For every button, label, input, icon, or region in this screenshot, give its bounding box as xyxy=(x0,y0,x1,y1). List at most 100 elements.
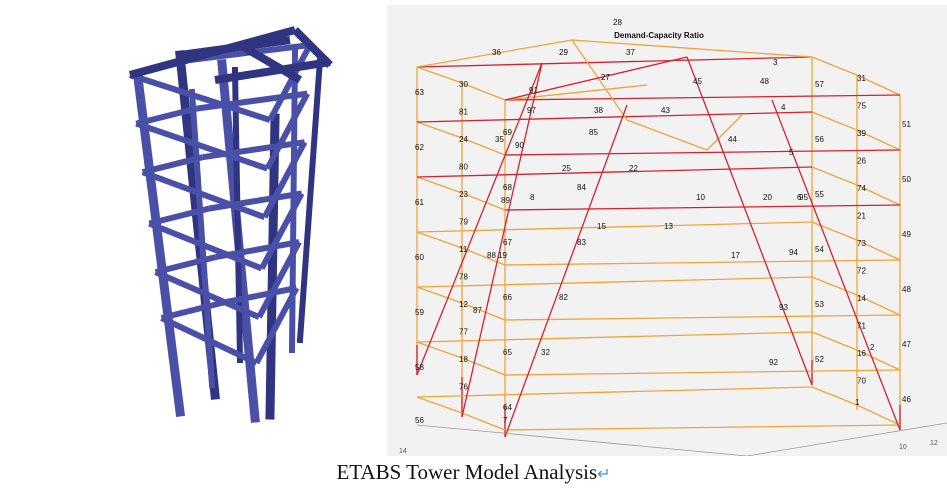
member-label: 10 xyxy=(696,193,705,202)
beam-line xyxy=(504,369,901,376)
member-label: 7 xyxy=(503,416,508,425)
member-label: 93 xyxy=(779,303,788,312)
brace-line xyxy=(416,62,543,376)
member-label: 73 xyxy=(857,239,866,248)
member-label: 1 xyxy=(855,398,860,407)
member-label: 27 xyxy=(601,73,610,82)
beam-line xyxy=(856,294,901,316)
member-label: 22 xyxy=(629,164,638,173)
member-label: 32 xyxy=(541,348,550,357)
member-label: 43 xyxy=(661,106,670,115)
beam-line xyxy=(504,424,901,431)
brace-line xyxy=(686,56,813,386)
member-label: 38 xyxy=(594,106,603,115)
member-label: 66 xyxy=(503,293,512,302)
member-label: 85 xyxy=(589,128,598,137)
beam-line xyxy=(461,137,506,156)
beam-line xyxy=(416,66,463,84)
member-label: 78 xyxy=(459,273,468,282)
beam-line xyxy=(461,192,506,211)
figure-caption: ETABS Tower Model Analysis↵ xyxy=(0,460,947,485)
beam-3d xyxy=(135,105,198,127)
beam-3d xyxy=(256,240,302,319)
member-label: 20 xyxy=(763,193,772,202)
axis-tick-12: 12 xyxy=(930,440,938,447)
member-label: 87 xyxy=(473,306,482,315)
beam-3d xyxy=(267,43,313,122)
member-label: 97 xyxy=(527,106,536,115)
beam-line xyxy=(811,331,858,351)
member-label: 49 xyxy=(902,230,911,239)
beam-3d xyxy=(148,205,210,227)
member-label: 92 xyxy=(769,358,778,367)
member-label: 14 xyxy=(857,294,866,303)
member-label: 57 xyxy=(815,80,824,89)
plot-title: Demand-Capacity Ratio xyxy=(614,31,704,40)
member-label: 63 xyxy=(415,88,424,97)
member-label: 59 xyxy=(415,308,424,317)
member-label: 18 xyxy=(459,355,468,364)
member-label: 68 xyxy=(503,183,512,192)
beam-line xyxy=(856,404,901,426)
beam-line xyxy=(416,386,813,398)
brace-line xyxy=(504,56,688,101)
member-label: 69 xyxy=(503,128,512,137)
beam-line xyxy=(461,302,506,321)
beam-line xyxy=(856,129,901,151)
member-label: 5 xyxy=(789,148,794,157)
roof-beam xyxy=(416,39,573,68)
member-label: 65 xyxy=(503,348,512,357)
member-label: 95 xyxy=(799,193,808,202)
roof-beam-3d xyxy=(292,27,333,68)
beam-3d xyxy=(220,285,298,306)
member-label: 39 xyxy=(857,129,866,138)
beam-line xyxy=(811,56,858,76)
beam-3d xyxy=(195,90,308,112)
column-3d xyxy=(132,72,186,418)
beam-3d xyxy=(160,315,258,366)
beam-line xyxy=(416,286,463,304)
beam-3d xyxy=(141,154,204,176)
member-label: 44 xyxy=(728,135,737,144)
member-label: 90 xyxy=(515,141,524,150)
member-label: 12 xyxy=(459,300,468,309)
member-label: 89 xyxy=(501,196,510,205)
beam-line xyxy=(856,184,901,206)
member-label: 8 xyxy=(530,193,535,202)
beam-line xyxy=(416,111,813,123)
beam-3d xyxy=(129,72,271,123)
member-label: 30 xyxy=(459,80,468,89)
member-label: 77 xyxy=(459,328,468,337)
member-label: 52 xyxy=(815,355,824,364)
member-label: 53 xyxy=(815,300,824,309)
beam-3d xyxy=(154,254,217,276)
member-label: 45 xyxy=(693,77,702,86)
member-label: 83 xyxy=(577,238,586,247)
column-3d xyxy=(231,66,244,364)
member-label: 21 xyxy=(857,212,866,221)
beam-line xyxy=(416,176,463,194)
brace-line xyxy=(461,62,543,418)
beam-line xyxy=(416,56,813,68)
beam-3d xyxy=(141,169,266,221)
member-label: 80 xyxy=(459,163,468,172)
member-label: 19 xyxy=(498,251,507,260)
beam-line xyxy=(416,231,463,249)
beam-3d xyxy=(148,220,263,272)
caption-text: ETABS Tower Model Analysis xyxy=(336,460,598,484)
beam-line xyxy=(504,314,901,321)
member-label: 54 xyxy=(815,245,824,254)
member-label: 26 xyxy=(857,157,866,166)
member-label: 35 xyxy=(495,135,504,144)
member-label: 81 xyxy=(459,108,468,117)
beam-line xyxy=(461,247,506,266)
beam-line xyxy=(856,239,901,261)
member-label: 29 xyxy=(559,48,568,57)
beam-line xyxy=(811,276,858,296)
member-label: 46 xyxy=(902,395,911,404)
member-label: 3 xyxy=(773,58,778,67)
member-label: 16 xyxy=(857,349,866,358)
beam-line xyxy=(856,349,901,371)
frame-members xyxy=(416,39,901,438)
